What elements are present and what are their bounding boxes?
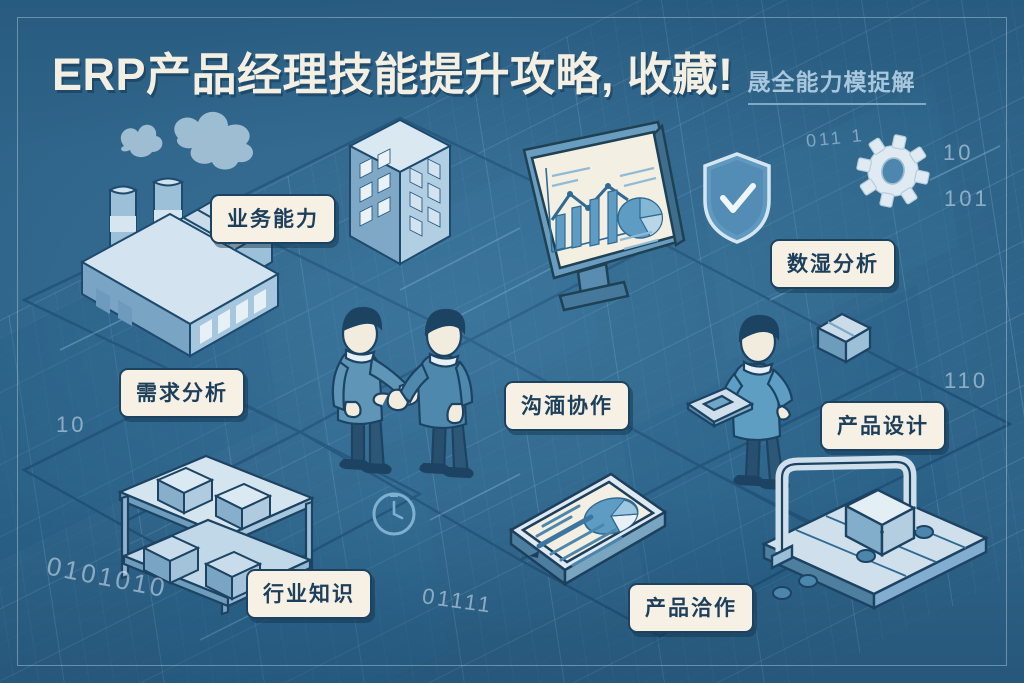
subtitle-underline — [747, 103, 926, 105]
office-building-illustration — [347, 118, 453, 266]
label-industry-knowledge[interactable]: 行业知识 — [246, 569, 372, 619]
conveyor-belt-illustration — [761, 455, 989, 610]
small-cube-illustration — [815, 312, 873, 364]
binary-left-mid: 10 — [56, 412, 87, 437]
tablet-report-illustration — [508, 472, 668, 587]
subtitle-group: 晟全能力模捉解 — [747, 63, 926, 105]
gear-icon — [856, 134, 930, 208]
clock-icon — [372, 492, 416, 536]
monitor-dashboard-illustration — [522, 120, 686, 312]
label-product-operation[interactable]: 产品洽作 — [628, 583, 754, 633]
poster-header: ERP产品经理技能提升攻略, 收藏! 晟全能力模捉解 — [52, 38, 982, 105]
binary-right-lower: 101 — [944, 186, 990, 211]
label-data-analysis[interactable]: 数湿分析 — [770, 239, 896, 289]
shield-check-icon — [703, 152, 771, 244]
binary-right-mid: 110 — [944, 368, 989, 393]
label-business-capability[interactable]: 业务能力 — [210, 194, 336, 244]
page-title: ERP产品经理技能提升攻略, 收藏! — [52, 49, 734, 100]
label-product-design[interactable]: 产品设计 — [820, 401, 946, 451]
factory-illustration — [79, 111, 281, 358]
page-subtitle: 晟全能力模捉解 — [747, 69, 916, 95]
label-communication-collaboration[interactable]: 沟湎协作 — [504, 381, 630, 431]
binary-right-upper: 10 — [943, 140, 974, 165]
person-holding-tablet-illustration — [685, 314, 794, 491]
label-requirements-analysis[interactable]: 需求分析 — [119, 368, 245, 418]
two-people-discussing-illustration — [331, 306, 474, 479]
